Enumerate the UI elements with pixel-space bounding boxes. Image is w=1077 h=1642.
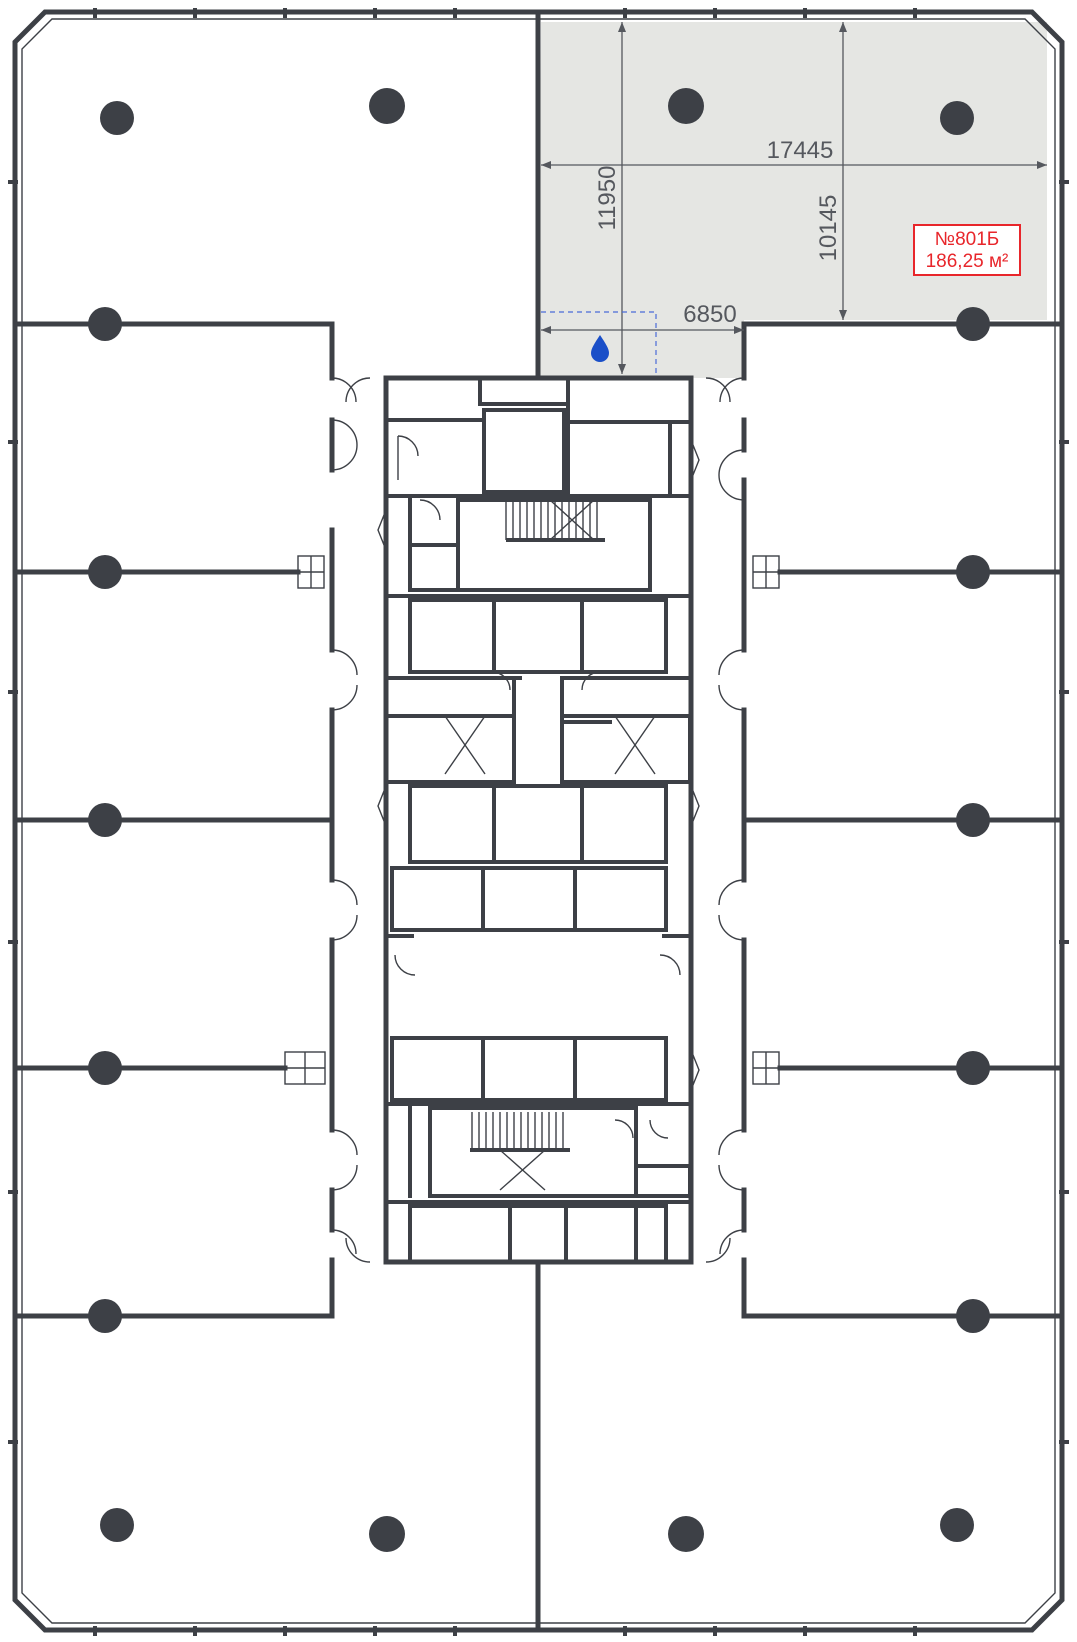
dimension-lines: 17445 11950 10145 6850 [541,22,1047,374]
unit-801b-label[interactable]: №801Б 186,25 м² [913,224,1021,276]
shafts [284,555,780,1085]
core-doors [394,435,681,1139]
office-doors [331,377,745,1263]
dim-height-right: 10145 [815,195,842,262]
partition-walls [12,9,1065,1633]
dim-width-bottom: 6850 [683,301,736,328]
columns [88,88,990,1552]
outer-walls [8,8,1069,1636]
water-drop-icon [591,335,609,362]
stairs-south [470,1112,570,1191]
unit-number: №801Б [934,229,1000,250]
stairs-north [505,499,605,542]
unit-area: 186,25 м² [925,251,1009,272]
dim-height-left: 11950 [594,166,621,231]
dim-width-top: 17445 [767,137,834,164]
building-core [383,375,694,1265]
unit-801b-area[interactable] [538,22,1047,378]
